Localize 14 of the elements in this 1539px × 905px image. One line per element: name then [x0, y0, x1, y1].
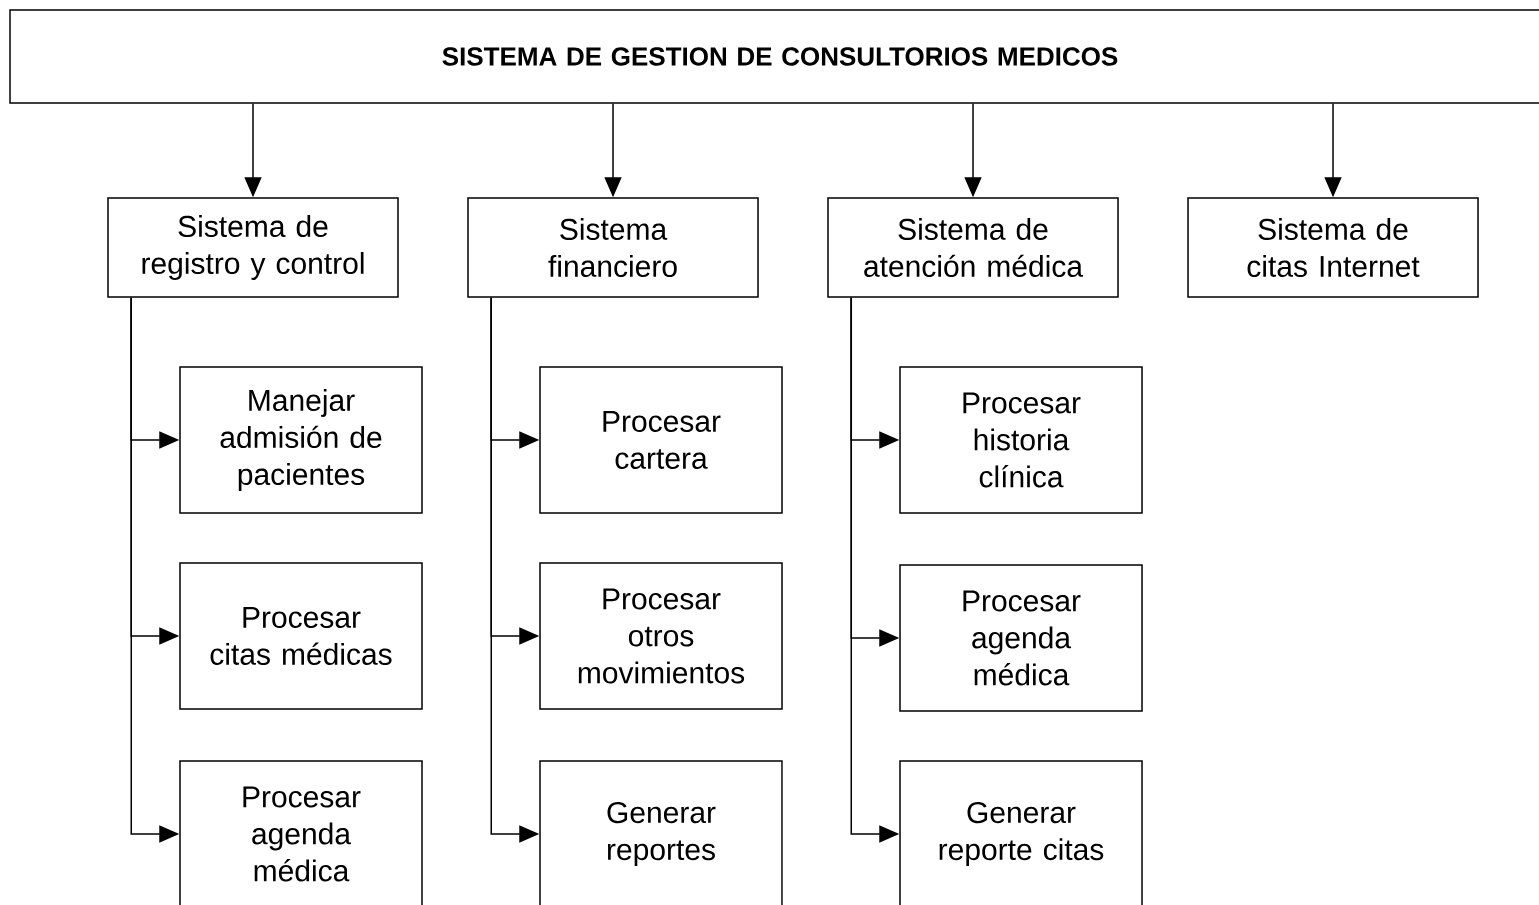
process-box: Procesar historia clínica	[899, 366, 1143, 514]
process-box: Procesar citas médicas	[179, 562, 423, 710]
title-box: SISTEMA DE GESTION DE CONSULTORIOS MEDICOS	[9, 9, 1539, 104]
process-box: Manejar admisión de pacientes	[179, 366, 423, 514]
system-box: Sistema de registro y control	[107, 197, 399, 298]
process-box: Procesar otros movimientos	[539, 562, 783, 710]
process-box: Generar reportes	[539, 760, 783, 905]
process-box: Procesar agenda médica	[179, 760, 423, 905]
system-box: Sistema de atención médica	[827, 197, 1119, 298]
system-box: Sistema de citas Internet	[1187, 197, 1479, 298]
process-box: Procesar agenda médica	[899, 564, 1143, 712]
process-box: Procesar cartera	[539, 366, 783, 514]
process-box: Generar reporte citas	[899, 760, 1143, 905]
system-box: Sistema financiero	[467, 197, 759, 298]
